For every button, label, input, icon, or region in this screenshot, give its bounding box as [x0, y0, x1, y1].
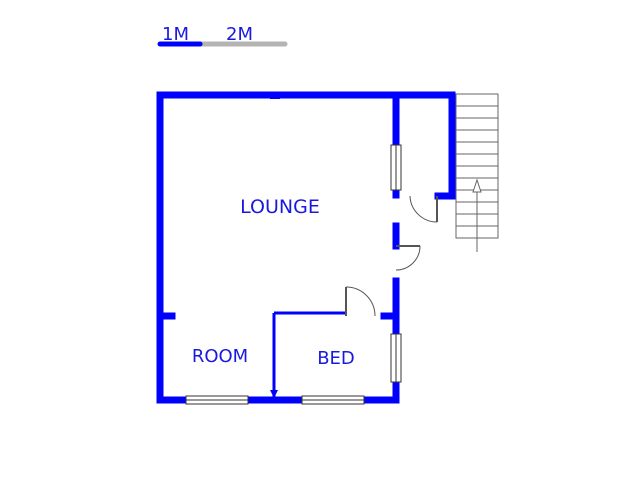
room-label-bed: BED: [317, 348, 355, 369]
door-stair-swing: [409, 195, 438, 223]
partitions: [272, 311, 345, 398]
staircase: [455, 93, 499, 252]
door-bed-swing: [345, 286, 376, 317]
windows: [185, 144, 402, 405]
doors: [345, 195, 438, 317]
partition-end-marker: [270, 390, 278, 398]
scale-label-1m: 1M: [162, 24, 189, 45]
room-label-room: ROOM: [192, 346, 248, 367]
stair-arrow-head-icon: [472, 178, 482, 193]
scale-bar: 1M 2M: [157, 24, 288, 47]
room-label-lounge: LOUNGE: [240, 196, 320, 218]
door-right-swing: [395, 245, 421, 271]
wall-tick: [270, 95, 280, 99]
scale-label-2m: 2M: [226, 24, 253, 45]
